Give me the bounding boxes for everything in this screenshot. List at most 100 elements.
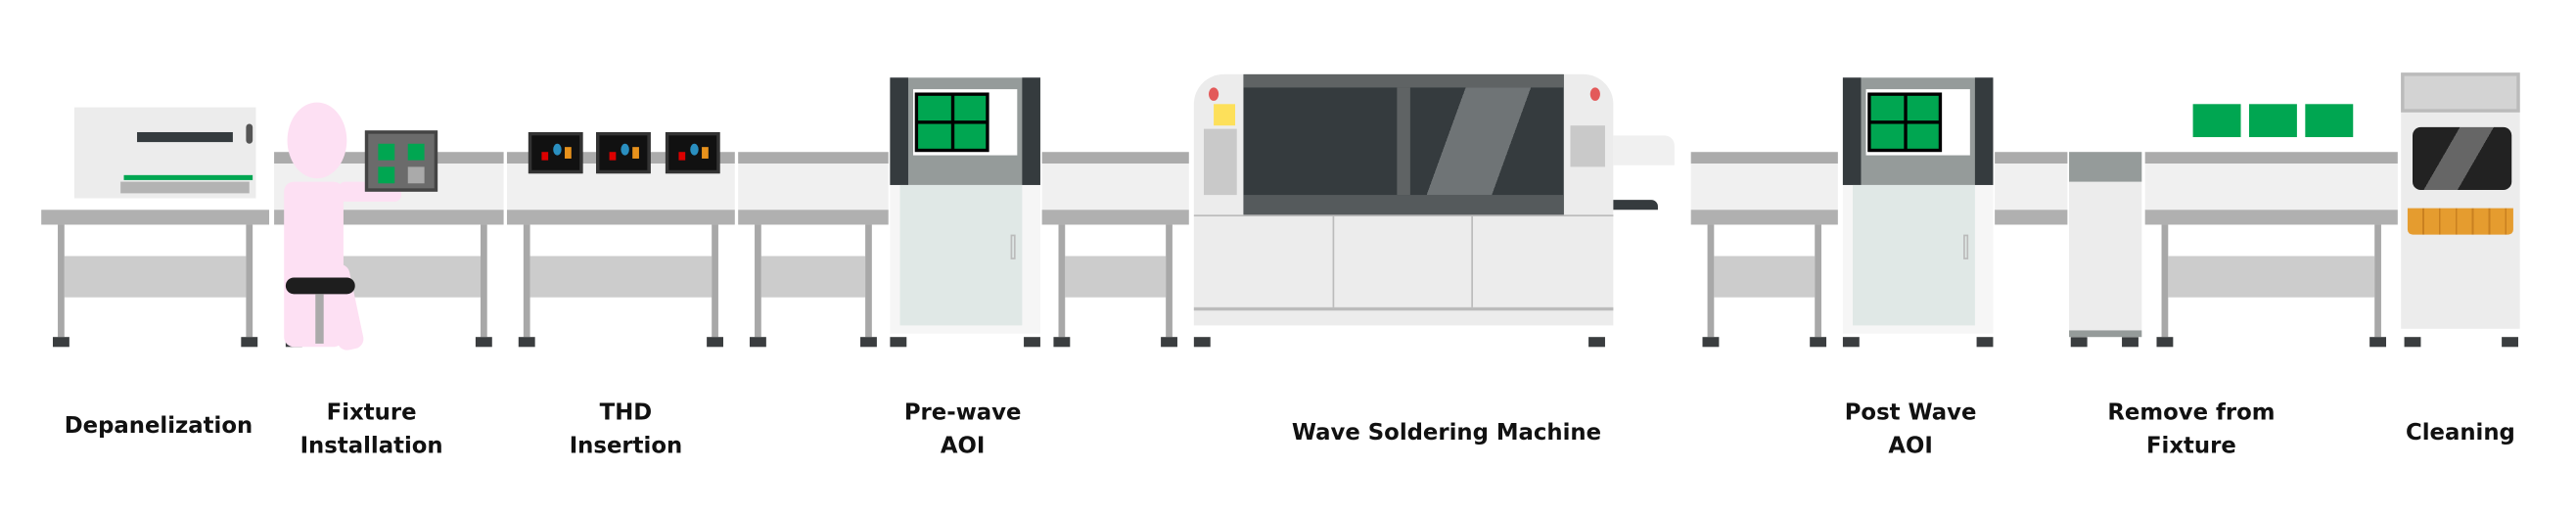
label-line: Fixture (326, 399, 417, 427)
buffer-unit (2069, 152, 2142, 338)
aoi-screen (914, 92, 989, 153)
machine-base (120, 181, 250, 194)
pcb (407, 143, 425, 161)
label-line: Post Wave (1844, 399, 1977, 427)
label-line: Fixture (2145, 433, 2236, 460)
table-shelf (2168, 256, 2375, 298)
thd-board (596, 131, 651, 174)
table-foot (2156, 337, 2174, 348)
table-leg (480, 224, 487, 338)
machine-foot (1842, 337, 1860, 348)
glass-door (899, 184, 1023, 326)
label-line: Cleaning (2405, 419, 2515, 446)
door-handle (1010, 234, 1016, 259)
table-foot (860, 337, 877, 348)
label-line: AOI (1888, 433, 1933, 460)
glass-door (1853, 184, 1975, 326)
table-shelf (760, 256, 866, 298)
table-leg (865, 224, 872, 338)
table-foot (707, 337, 723, 348)
brush-rollers (2407, 208, 2513, 235)
table-leg (523, 224, 530, 338)
label-line: Insertion (569, 433, 683, 460)
table-leg (755, 224, 761, 338)
wave-exit-tray (1613, 200, 1658, 211)
table-leg (2374, 224, 2381, 338)
fixture-board (364, 130, 438, 192)
conveyor-rail (1995, 152, 2068, 164)
machine-foot (1193, 337, 1211, 348)
machine-foot (2502, 337, 2518, 348)
table-shelf (529, 256, 713, 298)
label-line: Remove from (2107, 399, 2276, 427)
table-top (1995, 210, 2068, 225)
table-top (738, 210, 889, 225)
window-divider (1397, 87, 1410, 196)
conveyor-rail (1690, 152, 1838, 164)
machine-foot (2404, 337, 2421, 348)
conveyor-body (738, 164, 889, 211)
pcb (2248, 104, 2297, 138)
stage-label-depanelization: Depanelization (65, 409, 253, 443)
door-handle (1963, 234, 1969, 259)
capacitor-blue (690, 143, 699, 156)
table-shelf (64, 256, 247, 298)
aoi-cabinet (890, 184, 1040, 334)
aoi-cabinet (1842, 184, 1994, 334)
table-leg (1815, 224, 1821, 338)
control-panel (1203, 128, 1237, 196)
table-leg (246, 224, 253, 338)
table-top (1041, 210, 1189, 225)
pcb-slot (407, 166, 425, 184)
machine-foot (1976, 337, 1994, 348)
conveyor-body (1995, 164, 2068, 211)
table-leg (58, 224, 65, 338)
machine-foot (1024, 337, 1040, 348)
conveyor-rail (1041, 152, 1189, 164)
table-foot (749, 337, 766, 348)
stool-leg (315, 294, 324, 344)
capacitor-orange (565, 147, 572, 159)
cleaning-window (2412, 126, 2512, 191)
table-shelf (1065, 256, 1167, 298)
thd-board (528, 131, 583, 174)
status-light-red (1589, 87, 1600, 101)
warning-label (1214, 104, 1236, 126)
operator-stool (285, 277, 355, 295)
table-foot (518, 337, 535, 348)
capacitor-orange (632, 147, 639, 159)
label-line: THD (599, 399, 653, 427)
depanelization-machine (73, 107, 256, 199)
capacitor-red (678, 152, 686, 161)
table-leg (2161, 224, 2169, 338)
conveyor-body (1041, 164, 1189, 211)
capacitor-red (541, 152, 549, 161)
pcb (378, 166, 395, 184)
table-shelf (1714, 256, 1816, 298)
stage-label-thd-insertion: THD Insertion (570, 397, 682, 462)
side-panel (1570, 125, 1605, 167)
table-foot (52, 337, 69, 348)
window-reflection (1416, 87, 1541, 196)
table-top (1690, 210, 1838, 225)
table-foot (475, 337, 492, 348)
machine-foot (890, 337, 907, 348)
table-leg (1166, 224, 1173, 338)
lower-cabinet (1193, 214, 1614, 311)
pcb (2192, 104, 2241, 138)
wave-soldering-machine (1193, 73, 1614, 326)
aoi-screen (1867, 92, 1943, 153)
machine-slot (137, 131, 233, 143)
table-foot (1161, 337, 1177, 348)
label-line: AOI (940, 433, 986, 460)
pre-wave-aoi-machine (890, 77, 1040, 334)
machine-foot (2122, 337, 2139, 348)
table-foot (1810, 337, 1827, 348)
thd-board (665, 131, 720, 174)
machine-foot (1588, 337, 1605, 348)
stage-label-wave-soldering: Wave Soldering Machine (1292, 416, 1601, 449)
